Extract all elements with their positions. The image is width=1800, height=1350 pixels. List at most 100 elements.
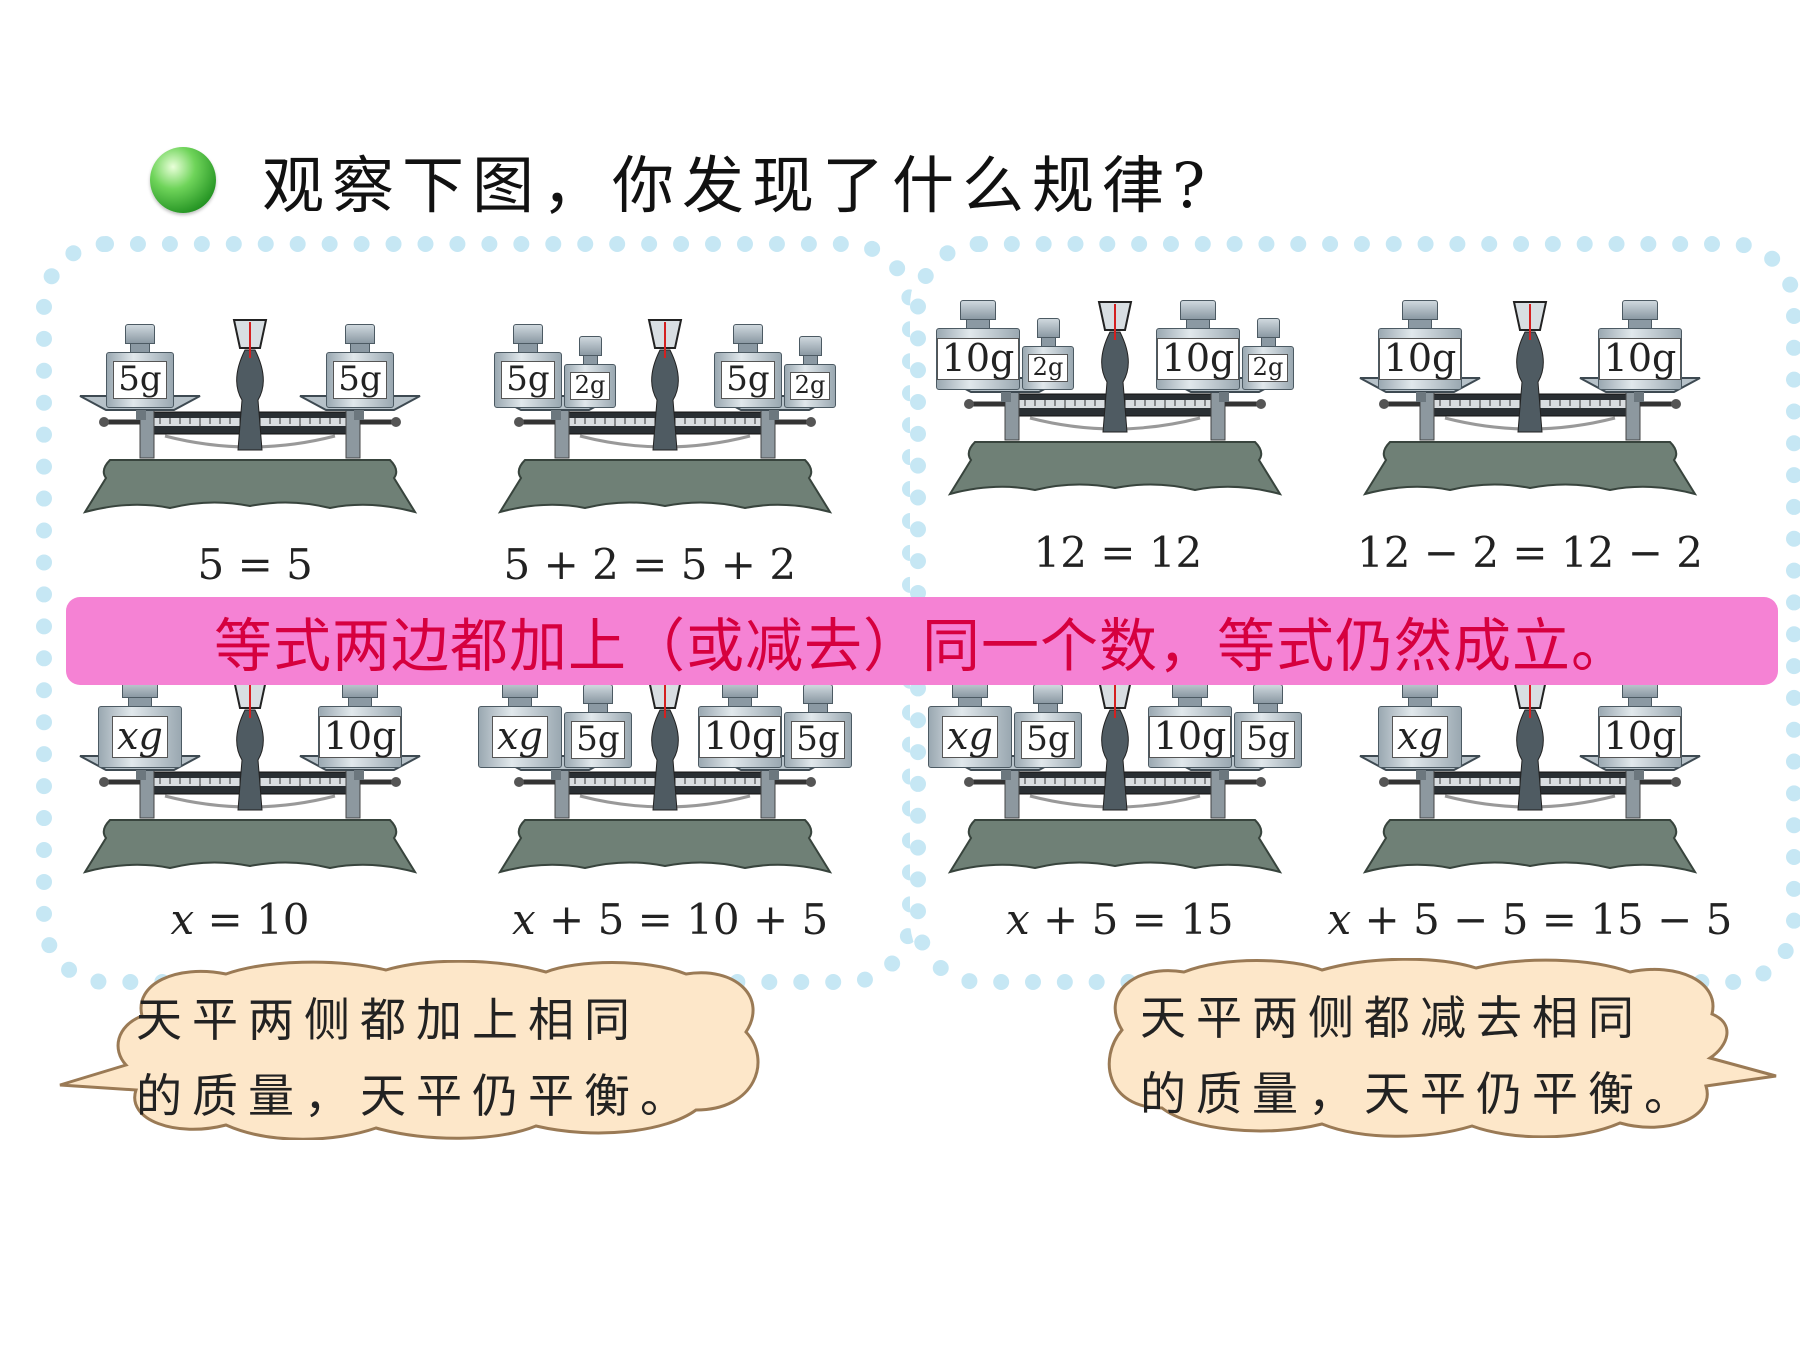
weight-neck <box>966 320 990 328</box>
equation-2: 5 + 2 = 5 + 2 <box>503 540 797 589</box>
weight-left-0: 10g <box>1378 300 1462 390</box>
weight-neck <box>1178 698 1202 706</box>
balance-scale-8: xg 10g <box>1350 660 1710 890</box>
weight-right-1: 2g <box>784 336 836 408</box>
balance-scale-5: xg 10g <box>70 660 430 890</box>
weight-label: 10g <box>1378 338 1462 380</box>
equation-5: x = 10 <box>170 895 310 944</box>
weight-neck <box>130 344 150 352</box>
equation-6: x + 5 = 10 + 5 <box>512 895 829 944</box>
weight-knob <box>345 324 375 344</box>
weight-neck <box>518 344 538 352</box>
weight-neck <box>1038 704 1058 712</box>
weight-neck <box>738 344 758 352</box>
balance-scale-1: 5g 5g <box>70 300 430 530</box>
weight-body: 2g <box>1022 346 1074 390</box>
weight-label: 10g <box>936 338 1020 380</box>
weight-knob <box>1401 300 1439 320</box>
weight-label: 10g <box>1598 716 1682 758</box>
weight-neck <box>350 344 370 352</box>
weight-body: 2g <box>1242 346 1294 390</box>
weight-label: xg <box>942 716 998 758</box>
weight-body: xg <box>928 706 1012 768</box>
weight-knob <box>125 324 155 344</box>
weight-label: 10g <box>318 716 402 758</box>
weight-knob <box>733 324 763 344</box>
weight-body: xg <box>478 706 562 768</box>
weight-neck <box>1628 698 1652 706</box>
weight-knob <box>1253 684 1283 704</box>
weight-neck <box>808 704 828 712</box>
weight-knob <box>959 300 997 320</box>
weight-body: 5g <box>714 352 782 408</box>
weight-neck <box>582 356 598 364</box>
equation-8: x + 5 − 5 = 15 − 5 <box>1327 895 1733 944</box>
weight-label: 10g <box>698 716 782 758</box>
weight-body: xg <box>1378 706 1462 768</box>
page-title: 观察下图，你发现了什么规律? <box>262 149 1214 222</box>
weight-label: 10g <box>1598 338 1682 380</box>
weight-left-1: 5g <box>1014 684 1082 768</box>
weight-label: 10g <box>1148 716 1232 758</box>
weight-body: 5g <box>106 352 174 408</box>
equation-7: x + 5 = 15 <box>1006 895 1234 944</box>
weight-right-0: 10g <box>1598 300 1682 390</box>
weight-neck <box>348 698 372 706</box>
weight-neck <box>588 704 608 712</box>
weight-neck <box>1040 338 1056 346</box>
balance-scale-4: 10g 10g <box>1350 282 1710 512</box>
weight-knob <box>1033 684 1063 704</box>
weight-neck <box>728 698 752 706</box>
weight-left-1: 2g <box>564 336 616 408</box>
weight-neck <box>508 698 532 706</box>
bubble-subtraction-line2: 的质量，天平仍平衡。 <box>1140 1067 1700 1121</box>
weight-right-1: 2g <box>1242 318 1294 390</box>
equation-1: 5 = 5 <box>197 540 313 589</box>
weight-right-0: 10g <box>1156 300 1240 390</box>
weight-neck <box>958 698 982 706</box>
weight-label: 5g <box>571 721 625 759</box>
weight-knob <box>1179 300 1217 320</box>
weight-body: xg <box>98 706 182 768</box>
weight-knob <box>578 336 602 356</box>
weight-label: 5g <box>1021 721 1075 759</box>
weight-body: 10g <box>1598 328 1682 390</box>
weight-body: 5g <box>1014 712 1082 768</box>
bubble-addition-line1: 天平两侧都加上相同 <box>136 993 640 1047</box>
weight-right-1: 5g <box>784 684 852 768</box>
weight-neck <box>128 698 152 706</box>
weight-label: 2g <box>1247 354 1289 382</box>
weight-knob <box>803 684 833 704</box>
weight-neck <box>1260 338 1276 346</box>
weight-right-1: 5g <box>1234 684 1302 768</box>
weight-right-0: 5g <box>714 324 782 408</box>
weight-body: 2g <box>564 364 616 408</box>
weight-label: 2g <box>789 372 831 400</box>
weight-left-0: 5g <box>494 324 562 408</box>
weight-right-0: 10g <box>698 678 782 768</box>
balance-scale-icon <box>494 319 836 514</box>
weight-label: xg <box>112 716 168 758</box>
weight-body: 10g <box>698 706 782 768</box>
weight-right-0: 10g <box>1598 678 1682 768</box>
weight-label: 10g <box>1156 338 1240 380</box>
weight-knob <box>1256 318 1280 338</box>
weight-body: 10g <box>1148 706 1232 768</box>
equation-3: 12 = 12 <box>1033 528 1203 577</box>
weight-label: xg <box>1392 716 1448 758</box>
weight-body: 10g <box>936 328 1020 390</box>
weight-left-0: xg <box>928 678 1012 768</box>
cloud-bubble-icon <box>59 960 760 1140</box>
cloud-bubble-icon <box>1107 958 1777 1138</box>
balance-scale-icon <box>494 679 836 874</box>
weight-label: 5g <box>501 361 555 399</box>
weight-right-0: 5g <box>326 324 394 408</box>
weight-left-0: xg <box>1378 678 1462 768</box>
weight-right-0: 10g <box>1148 678 1232 768</box>
weight-label: 2g <box>569 372 611 400</box>
weight-left-1: 5g <box>564 684 632 768</box>
weight-left-0: xg <box>478 678 562 768</box>
